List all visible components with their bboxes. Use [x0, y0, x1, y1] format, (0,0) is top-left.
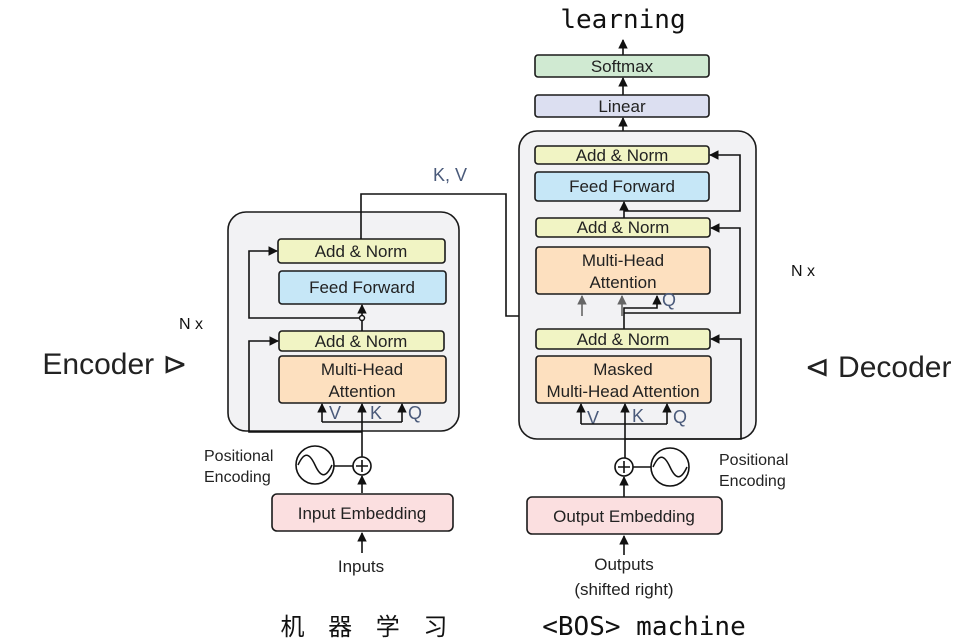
encoder-positional-label-line1: Positional [204, 448, 273, 465]
encoder-q-label: Q [408, 403, 422, 423]
encoder-attention-label-line1: Multi-Head [321, 360, 403, 379]
decoder-cross-q-label: Q [662, 290, 676, 310]
decoder-cross-attention-line2: Attention [589, 273, 656, 292]
decoder-cross-q-arrow [623, 295, 662, 329]
decoder-masked-label-line1: Masked [593, 360, 653, 379]
decoder-k-label: K [632, 406, 644, 426]
encoder-junction [358, 314, 366, 322]
decoder-masked-attention [535, 355, 712, 404]
decoder-side-label: ⊲ Decoder [805, 351, 952, 384]
linear-label: Linear [598, 97, 646, 116]
decoder-add-norm-bottom [535, 328, 711, 350]
decoder-residual-1 [625, 334, 742, 440]
decoder-masked-label-line2: Multi-Head Attention [546, 382, 699, 401]
decoder-residual-2 [624, 223, 741, 314]
softmax-box [534, 54, 710, 78]
encoder-add-norm-top-label: Add & Norm [315, 242, 408, 261]
decoder-positional-label-line2: Encoding [719, 473, 786, 490]
encoder-residual-1 [248, 336, 362, 433]
decoder-feed-forward-label: Feed Forward [569, 177, 675, 196]
decoder-add-norm-mid [535, 217, 711, 238]
softmax-label: Softmax [591, 57, 654, 76]
input-embedding-box [271, 493, 454, 532]
sine-wave-icon [297, 454, 333, 476]
encoder-multi-head-attention [278, 355, 447, 404]
decoder-cross-attention-line1: Multi-Head [582, 251, 664, 270]
prediction-token: learning [560, 5, 685, 35]
linear-box [534, 94, 710, 118]
plus-icon [618, 461, 630, 473]
output-embedding-label: Output Embedding [553, 507, 695, 526]
decoder-add-norm-top-label: Add & Norm [576, 146, 669, 165]
encoder-feed-forward-label: Feed Forward [309, 278, 415, 297]
encoder-attention-label-line2: Attention [328, 382, 395, 401]
outputs-label-line1: Outputs [594, 555, 654, 574]
encoder-feed-forward [278, 270, 447, 305]
kv-label: K, V [433, 165, 467, 185]
output-embedding-box [526, 496, 723, 535]
sine-wave-icon [652, 456, 688, 478]
decoder-repeat-label: N x [791, 263, 815, 280]
encoder-side-label: Encoder ⊳ [42, 348, 187, 381]
decoder-q-label: Q [673, 407, 687, 427]
decoder-residual-3 [624, 150, 741, 212]
decoder-add-norm-mid-label: Add & Norm [577, 218, 670, 237]
encoder-residual-2 [248, 246, 362, 319]
input-tokens: 机 器 学 习 [281, 613, 456, 641]
inputs-label: Inputs [338, 557, 384, 576]
encoder-v-label: V [329, 403, 341, 423]
decoder-add-norm-top [534, 145, 710, 165]
plus-icon [356, 460, 368, 472]
decoder-cross-attention [535, 246, 711, 295]
decoder-feed-forward [534, 171, 710, 202]
outputs-label-line2: (shifted right) [574, 580, 673, 599]
decoder-v-label: V [587, 408, 599, 428]
encoder-k-label: K [370, 403, 382, 423]
encoder-repeat-label: N x [179, 316, 203, 333]
decoder-positional-label-line1: Positional [719, 452, 788, 469]
output-tokens: <BOS> machine [542, 612, 746, 642]
decoder-add-norm-bottom-label: Add & Norm [577, 330, 670, 349]
input-embedding-label: Input Embedding [298, 504, 427, 523]
encoder-positional-label-line2: Encoding [204, 469, 271, 486]
encoder-add-norm-bottom-label: Add & Norm [315, 332, 408, 351]
